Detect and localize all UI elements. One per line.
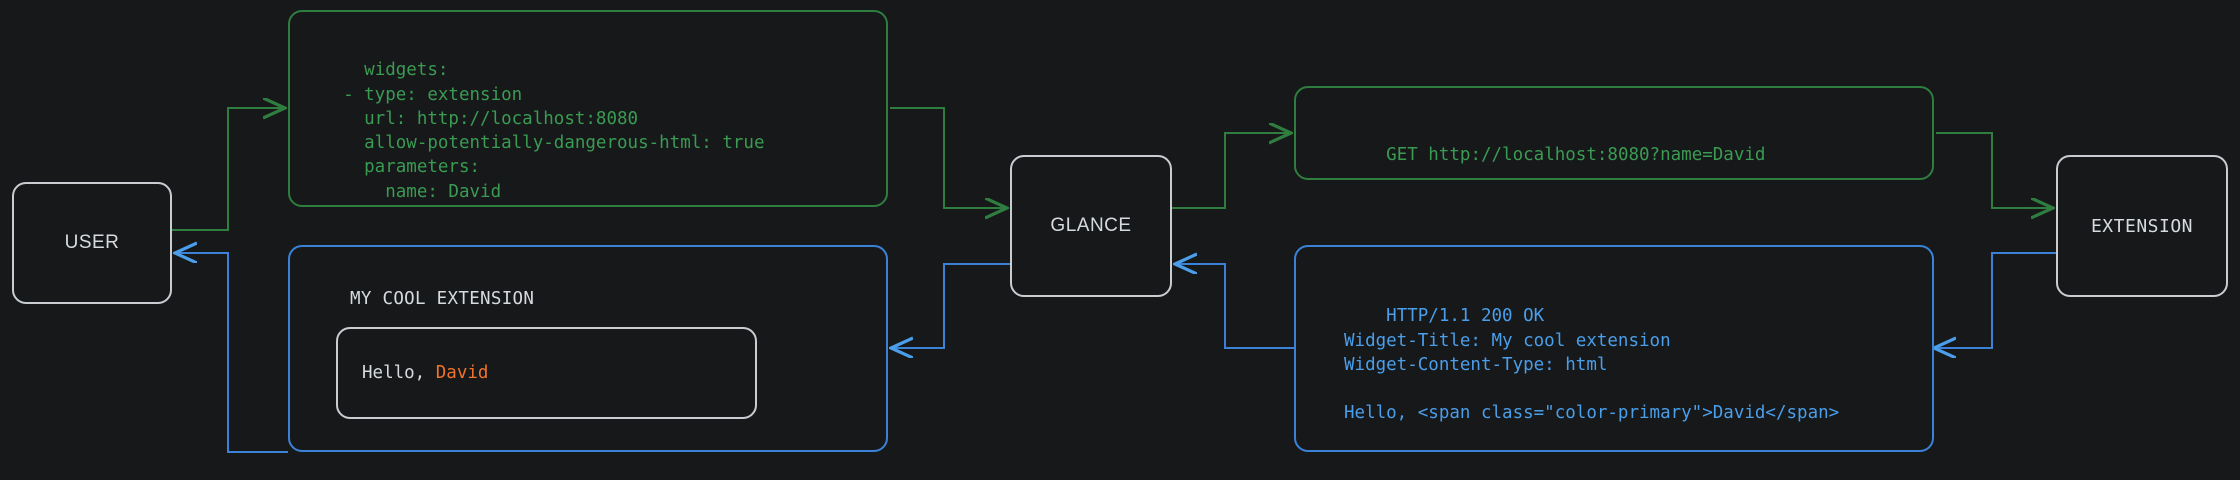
wire-response-to-glance <box>1177 264 1294 349</box>
wire-widget-to-user <box>177 253 288 453</box>
wire-glance-to-request <box>1172 133 1289 209</box>
node-user-label: USER <box>64 232 120 253</box>
widget-preview-box[interactable]: MY COOL EXTENSION Hello, David <box>288 245 888 452</box>
yaml-config-box: widgets: - type: extension url: http://l… <box>288 10 888 207</box>
wire-glance-to-widget <box>893 263 1010 348</box>
wire-user-to-yaml <box>172 108 283 231</box>
node-extension-label: EXTENSION <box>2090 215 2194 237</box>
http-response-text: HTTP/1.1 200 OK Widget-Title: My cool ex… <box>1344 306 1840 424</box>
node-extension[interactable]: EXTENSION <box>2056 155 2228 297</box>
widget-preview-frame: Hello, David <box>336 327 757 419</box>
widget-body-accent: David <box>435 363 489 383</box>
widget-preview-body: Hello, David <box>362 363 488 383</box>
node-glance[interactable]: GLANCE <box>1010 155 1172 297</box>
http-request-text: GET http://localhost:8080?name=David <box>1386 145 1766 166</box>
widget-body-prefix: Hello, <box>362 363 436 383</box>
http-response-box: HTTP/1.1 200 OK Widget-Title: My cool ex… <box>1294 245 1934 452</box>
wire-extension-to-response <box>1936 252 2056 348</box>
yaml-config-text: widgets: - type: extension url: http://l… <box>343 60 765 202</box>
wire-yaml-to-glance <box>890 107 1005 208</box>
wire-request-to-extension <box>1936 132 2051 208</box>
widget-preview-title: MY COOL EXTENSION <box>350 289 535 309</box>
http-request-box: GET http://localhost:8080?name=David <box>1294 86 1934 180</box>
node-user[interactable]: USER <box>12 182 172 304</box>
node-glance-label: GLANCE <box>1050 215 1132 236</box>
